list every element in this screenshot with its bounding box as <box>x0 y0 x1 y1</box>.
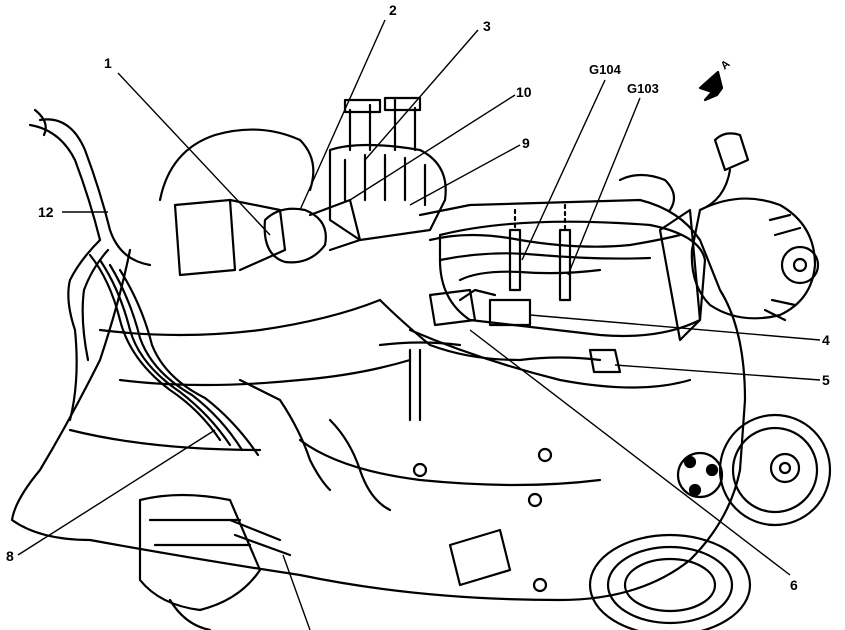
callout-9: 9 <box>522 135 530 151</box>
connector-4 <box>488 298 532 327</box>
callout-g104: G104 <box>589 62 621 77</box>
leader-3 <box>364 29 479 161</box>
callout-6: 6 <box>790 577 798 593</box>
leader-8 <box>17 429 216 556</box>
callout-4: 4 <box>822 332 830 348</box>
lower-block <box>298 438 602 487</box>
throttle-body <box>263 207 327 264</box>
top-harness <box>428 233 682 248</box>
air-cleaner-housing <box>158 128 315 202</box>
callout-g103: G103 <box>627 81 659 96</box>
leader-1 <box>117 72 271 236</box>
cylinder-head-right <box>408 328 692 389</box>
ground-stud-g103 <box>558 228 572 302</box>
view-arrow-a <box>698 70 724 102</box>
main-harness <box>38 118 152 267</box>
leader-9 <box>409 144 521 206</box>
cylinder-head-left <box>98 298 382 337</box>
intake-plenum <box>328 143 447 242</box>
leader-g103 <box>567 97 641 276</box>
plug-wires-left <box>88 253 222 442</box>
leader-4 <box>529 314 821 341</box>
leader-10 <box>349 94 516 201</box>
engine-block-outline <box>10 198 747 602</box>
leader-g104 <box>521 79 606 261</box>
callout-3: 3 <box>483 18 491 34</box>
starter-motor <box>138 493 262 612</box>
water-pump-pulley <box>718 413 832 527</box>
ground-stud-g104 <box>508 228 522 292</box>
callout-8: 8 <box>6 548 14 564</box>
callout-12: 12 <box>38 204 54 220</box>
timing-cover-bolts <box>676 451 724 499</box>
alternator-bracket <box>658 208 702 342</box>
callout-2: 2 <box>389 2 397 18</box>
callout-10: 10 <box>516 84 532 100</box>
crank-pulley <box>588 533 752 630</box>
valley-cover <box>438 220 707 338</box>
sensor-5 <box>588 348 622 374</box>
alternator-connector <box>713 132 750 172</box>
leader-6 <box>469 329 791 576</box>
leader-bottom <box>282 554 311 630</box>
leader-5 <box>614 364 821 381</box>
callout-5: 5 <box>822 372 830 388</box>
alternator-body <box>690 197 817 320</box>
leader-2 <box>299 19 386 211</box>
callout-1: 1 <box>104 55 112 71</box>
